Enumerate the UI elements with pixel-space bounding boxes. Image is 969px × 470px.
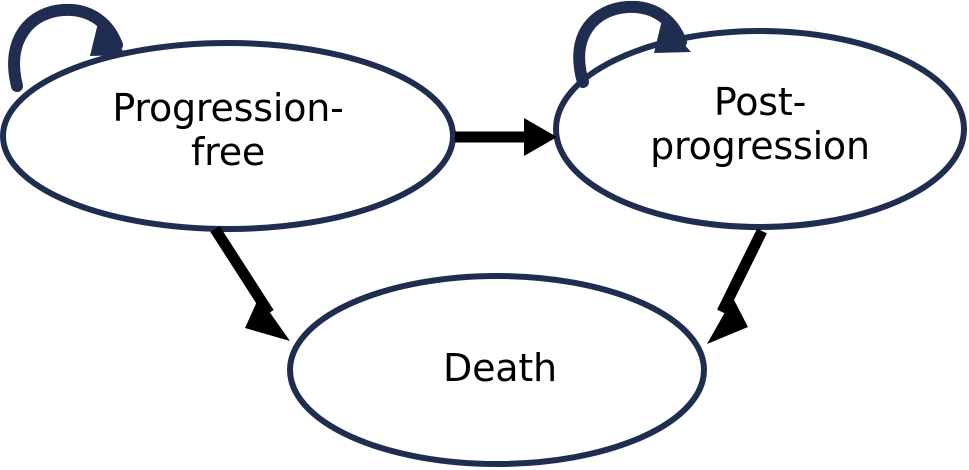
edge-progression-free-to-post-progression[interactable] xyxy=(455,118,557,156)
arrow-head-pf-to-pp xyxy=(524,118,557,156)
edge-post-progression-to-death[interactable] xyxy=(707,228,767,344)
arrow-head-pf-to-death xyxy=(245,297,290,341)
edge-self-loop-progression-free[interactable] xyxy=(8,3,127,92)
node-ellipse-post-progression[interactable] xyxy=(553,28,967,230)
arrow-head-pp-to-death xyxy=(707,298,748,344)
self-loop-post-progression-curve xyxy=(573,0,687,88)
arrow-shaft-pp-to-death xyxy=(717,228,767,315)
self-loop-progression-free-arrowhead xyxy=(90,23,127,56)
self-loop-progression-free-curve xyxy=(8,3,123,92)
node-ellipse-progression-free[interactable] xyxy=(0,40,456,232)
edge-self-loop-post-progression[interactable] xyxy=(573,0,691,88)
node-ellipse-death[interactable] xyxy=(287,273,707,467)
self-loop-post-progression-arrowhead xyxy=(654,20,691,53)
edge-progression-free-to-death[interactable] xyxy=(210,226,290,341)
